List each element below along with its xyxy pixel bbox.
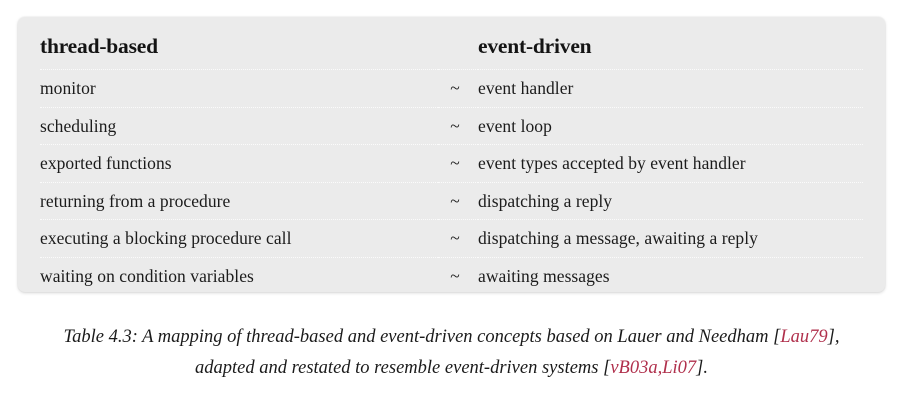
table-row: returning from a procedure ~ dispatching… <box>40 182 863 220</box>
cell-event-driven: awaiting messages <box>478 265 610 286</box>
equivalence-symbol: ~ <box>450 265 460 286</box>
caption-line-1-text: Table 4.3: A mapping of thread-based and… <box>63 327 781 347</box>
cell-thread-based: monitor <box>40 78 96 99</box>
equivalence-symbol: ~ <box>450 78 460 99</box>
table-panel: thread-based event-driven monitor ~ even… <box>18 17 885 292</box>
cell-event-driven: event handler <box>478 78 574 99</box>
equivalence-symbol: ~ <box>450 190 460 211</box>
table-row: monitor ~ event handler <box>40 69 863 108</box>
cell-event-driven: dispatching a reply <box>478 190 613 211</box>
equivalence-symbol: ~ <box>450 228 460 249</box>
table-caption: Table 4.3: A mapping of thread-based and… <box>18 322 885 384</box>
equivalence-symbol: ~ <box>450 115 460 136</box>
cell-event-driven: event types accepted by event handler <box>478 153 746 174</box>
citation-vb03a-li07[interactable]: vB03a,Li07 <box>610 358 697 379</box>
header-row: thread-based event-driven <box>40 17 863 70</box>
caption-line-1: Table 4.3: A mapping of thread-based and… <box>18 322 885 353</box>
cell-event-driven: event loop <box>478 115 552 136</box>
table-body: monitor ~ event handler scheduling ~ eve… <box>40 69 863 293</box>
equivalence-symbol: ~ <box>450 153 460 174</box>
cell-thread-based: exported functions <box>40 153 172 174</box>
caption-line-2: adapted and restated to resemble event-d… <box>18 353 885 384</box>
caption-line-2-text: adapted and restated to resemble event-d… <box>195 358 611 379</box>
table-row: scheduling ~ event loop <box>40 107 863 145</box>
cell-thread-based: returning from a procedure <box>40 190 231 211</box>
caption-line-2-tail: ]. <box>696 358 708 379</box>
cell-thread-based: waiting on condition variables <box>40 265 254 286</box>
column-header-event-driven: event-driven <box>478 33 592 58</box>
cell-thread-based: executing a blocking procedure call <box>40 228 292 249</box>
cell-thread-based: scheduling <box>40 115 117 136</box>
concept-mapping-table: thread-based event-driven monitor ~ even… <box>40 17 863 292</box>
caption-line-1-tail: ], <box>827 327 840 347</box>
citation-lau79[interactable]: Lau79 <box>780 327 828 347</box>
cell-event-driven: dispatching a message, awaiting a reply <box>478 228 758 249</box>
table-row: executing a blocking procedure call ~ di… <box>40 219 863 258</box>
column-header-relation <box>438 17 478 70</box>
table-header: thread-based event-driven <box>40 17 863 70</box>
column-header-thread-based: thread-based <box>40 33 158 58</box>
table-row: waiting on condition variables ~ awaitin… <box>40 257 863 292</box>
table-row: exported functions ~ event types accepte… <box>40 144 863 183</box>
